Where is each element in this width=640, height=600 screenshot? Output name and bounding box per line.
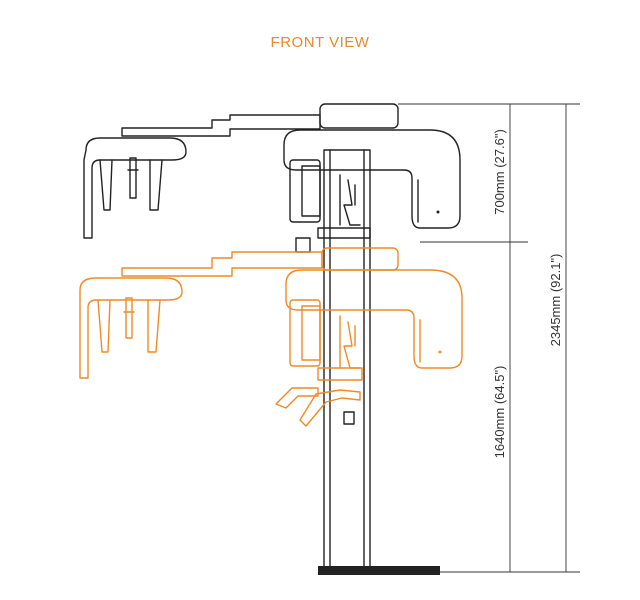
page-title: FRONT VIEW <box>270 34 370 51</box>
column-window <box>343 411 355 425</box>
base-height-label: 1640mm (64.5") <box>492 366 507 459</box>
column <box>318 149 440 575</box>
lowered-unit <box>79 247 463 427</box>
raised-height-label: 700mm (27.6") <box>492 129 507 215</box>
raised-unit <box>83 103 461 253</box>
dimension-lines <box>398 103 580 573</box>
total-height-label: 2345mm (92.1") <box>548 254 563 347</box>
